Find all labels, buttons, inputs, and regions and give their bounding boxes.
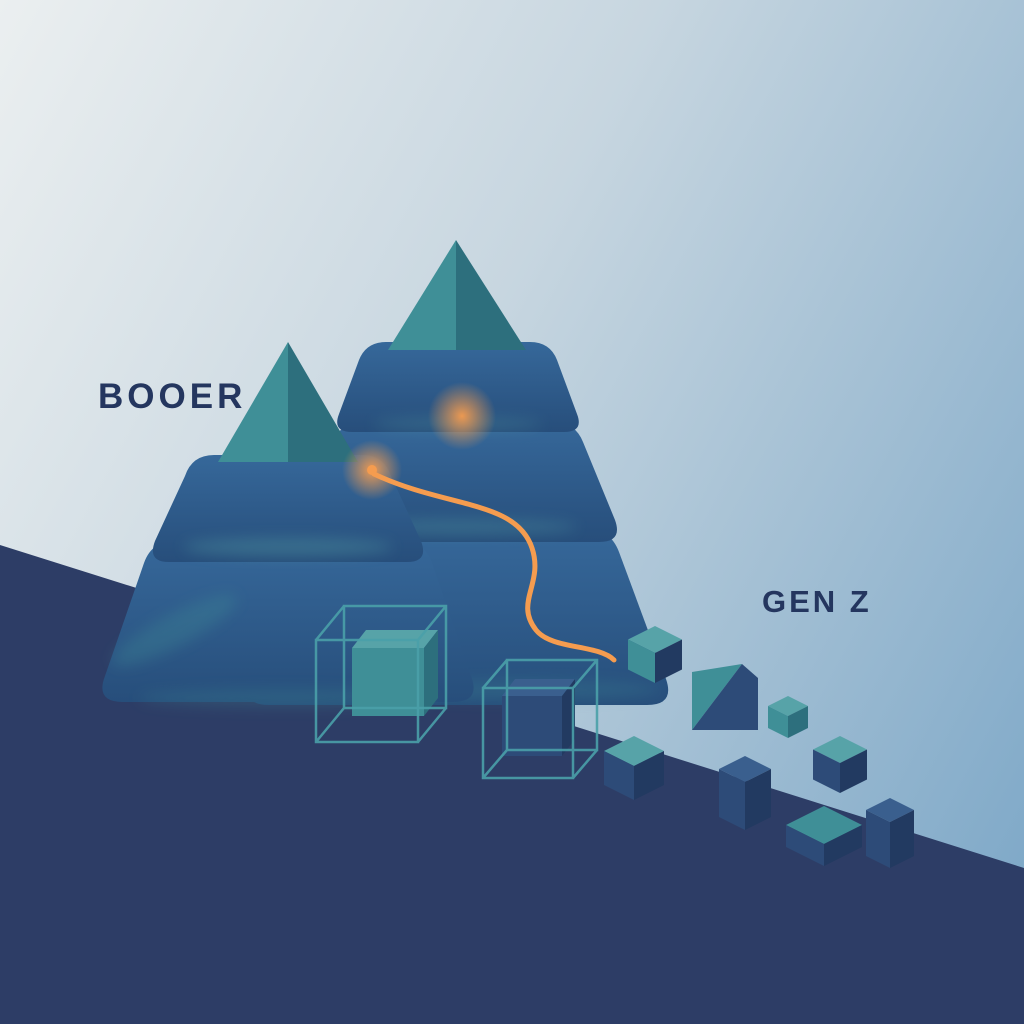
left-pyramid-cap-right: [288, 342, 358, 462]
left-pyramid-rim-glow: [183, 538, 393, 556]
wire1-inner-cube-right: [424, 630, 438, 716]
wireframe-cube-2: [481, 658, 599, 780]
wire1-outline: [314, 604, 448, 744]
block-1-left: [719, 769, 745, 830]
orange-thread: [371, 471, 617, 663]
cube-2-left: [768, 706, 788, 738]
right-pyramid-cap-right: [456, 240, 526, 350]
genz-cubes: [314, 604, 914, 868]
block-1: [719, 756, 771, 830]
cube-1-right: [655, 639, 682, 683]
cube-1: [628, 626, 682, 683]
cube-2-right: [788, 706, 808, 738]
cube-3-right: [634, 751, 664, 800]
left-pyramid-cap-left: [218, 342, 288, 462]
right-pyramid-cap-left: [388, 240, 456, 350]
wire2-outline: [481, 658, 599, 780]
cube-3-left: [604, 751, 634, 800]
wire1-inner-cube-front: [352, 648, 424, 716]
wire2-inner-cube-front: [502, 696, 562, 756]
cube-4-left: [813, 749, 840, 793]
cube-2: [768, 696, 808, 738]
slab-1: [786, 806, 862, 866]
slab-1-left: [786, 825, 824, 866]
wireframe-cube-1: [314, 604, 448, 744]
block-2-left: [866, 810, 890, 868]
block-2: [866, 798, 914, 868]
cube-4-right: [840, 749, 867, 793]
wedge-prism: [692, 664, 758, 730]
wedge-body-face: [692, 664, 758, 730]
cube-3: [604, 736, 664, 800]
spark-glow-right: [428, 382, 496, 450]
left-pyramid-slope-glow: [112, 594, 238, 666]
cube-4: [813, 736, 867, 793]
slab-1-right: [824, 825, 862, 866]
block-2-right: [890, 810, 914, 868]
label-genz: GEN Z: [762, 584, 872, 619]
cube-1-left: [628, 639, 655, 683]
orange-thread-group: [342, 382, 617, 663]
block-1-right: [745, 769, 771, 830]
label-boomer: BOOER: [98, 377, 246, 416]
